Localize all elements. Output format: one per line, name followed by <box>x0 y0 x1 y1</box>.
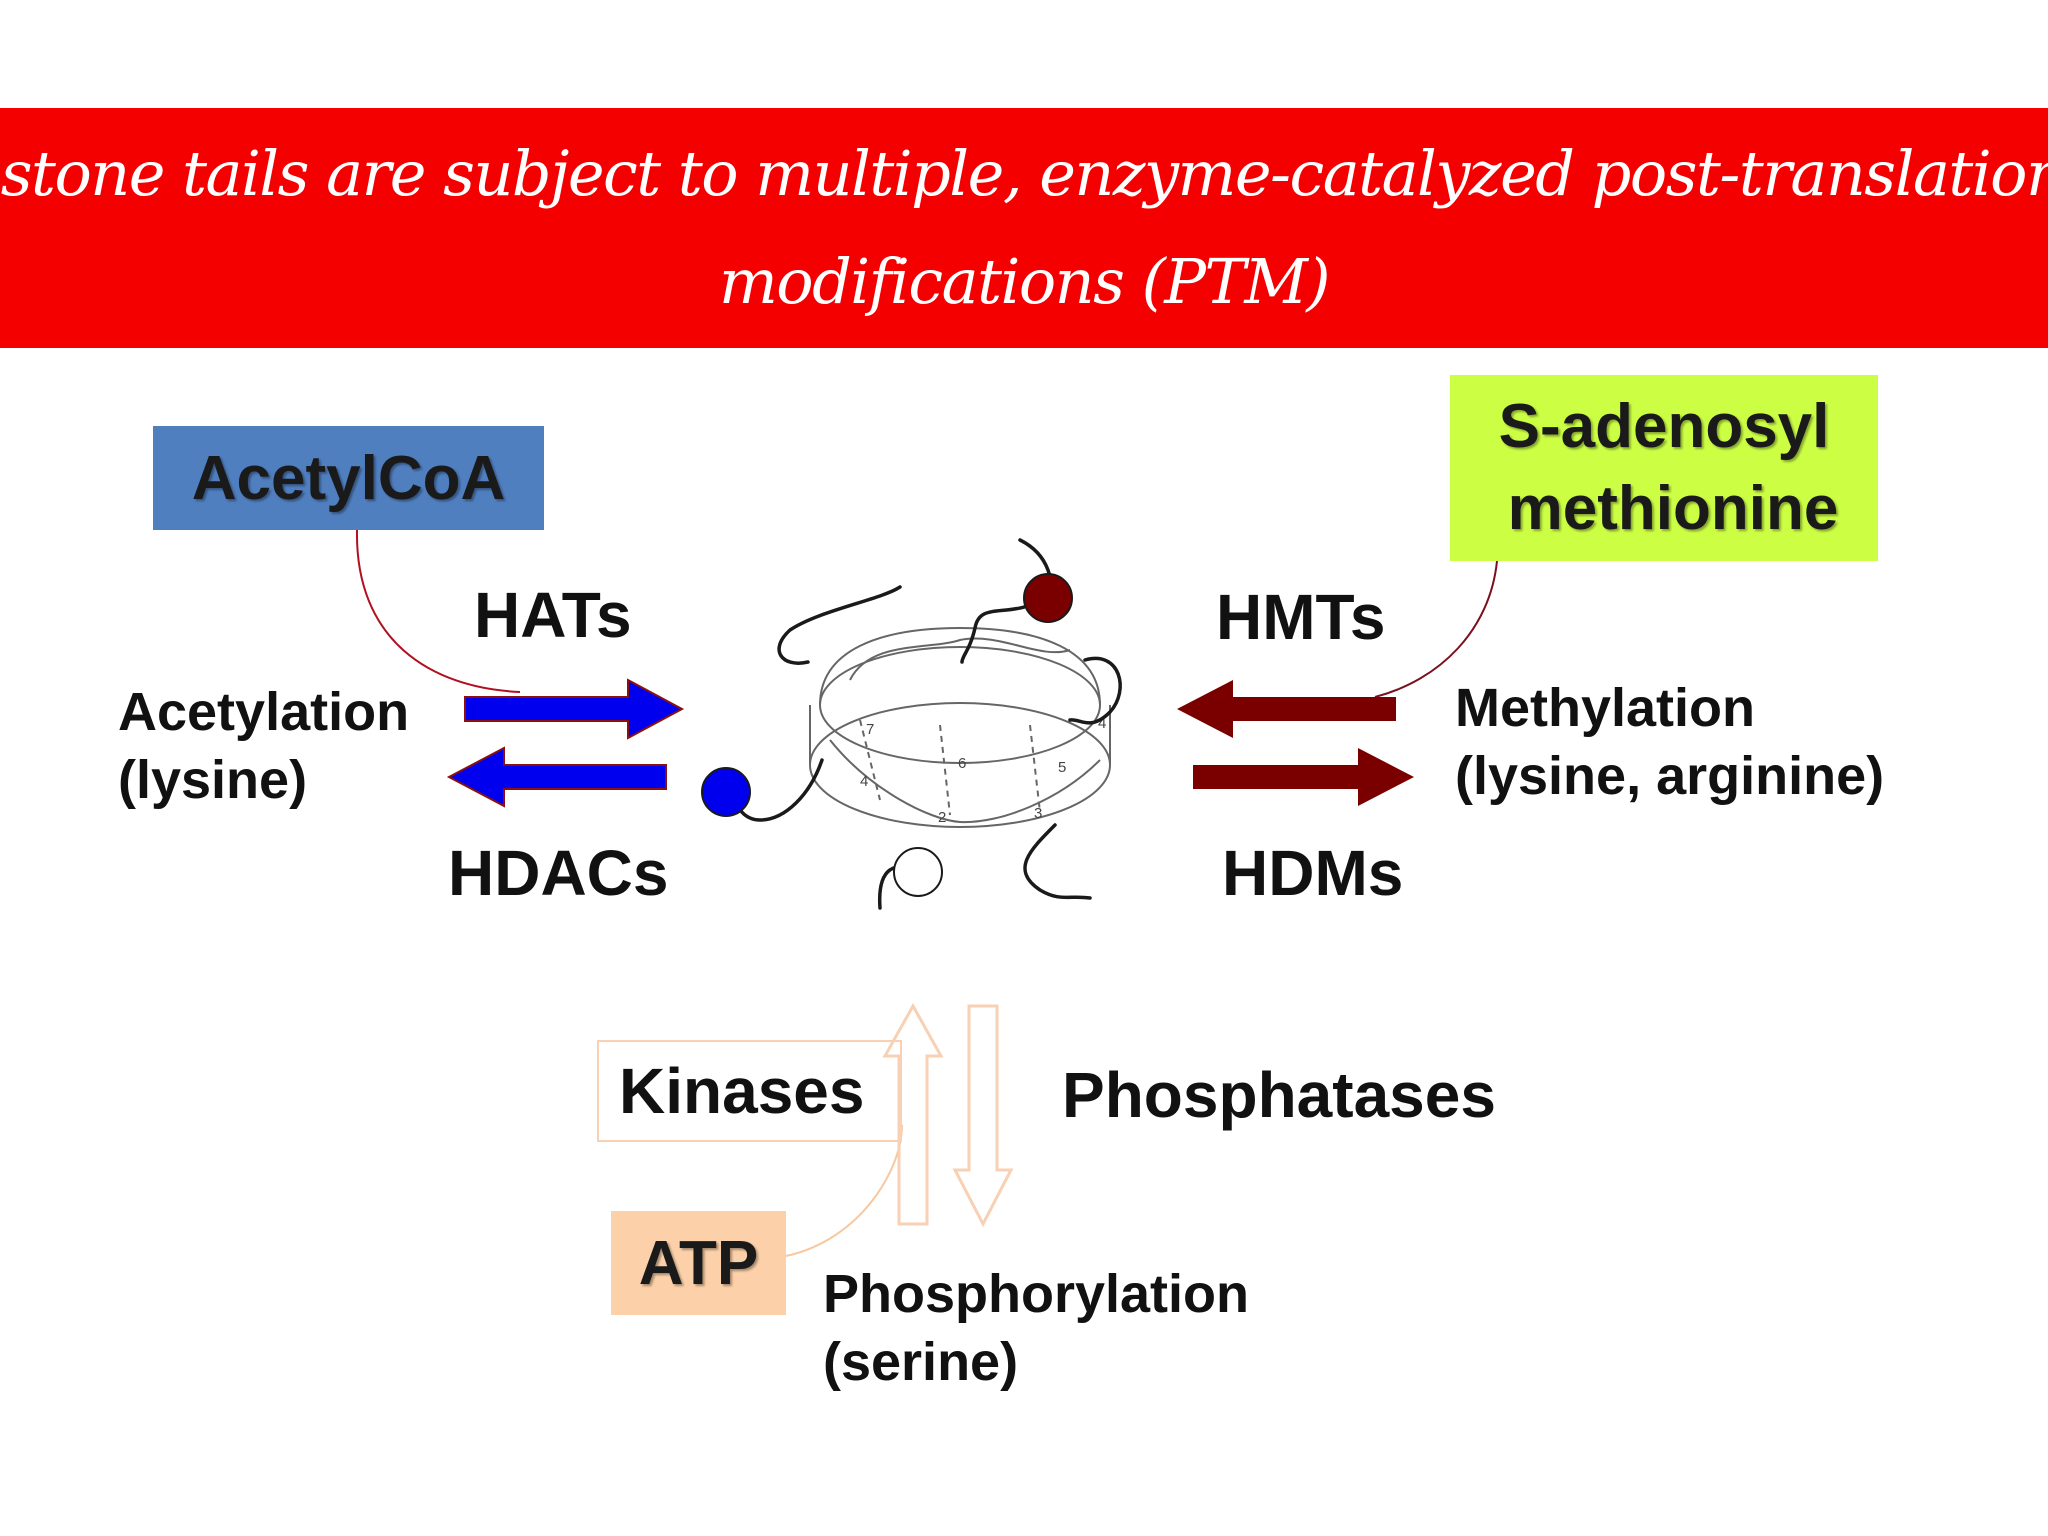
phosphorylation-label: Phosphorylation (serine) <box>823 1260 1249 1396</box>
title-banner: Histone tails are subject to multiple, e… <box>0 108 2048 348</box>
nucleosome-numbers: 4 6 5 4 2 3 7 <box>860 715 1106 826</box>
acetylation-label-line-1: Acetylation <box>118 682 410 742</box>
hdms-arrow <box>1193 748 1414 806</box>
hmts-arrow <box>1177 680 1396 738</box>
hdacs-label: HDACs <box>448 837 669 909</box>
tail-bottom-right <box>1023 823 1092 900</box>
atp-label: ATP <box>638 1228 759 1298</box>
acetyl-marker-icon <box>701 767 751 817</box>
acetylcoa-connector <box>355 529 521 693</box>
tail-right <box>1068 656 1122 725</box>
acetylcoa-label: AcetylCoA <box>191 443 506 513</box>
sam-box: S-adenosyl methionine <box>1450 375 1878 561</box>
methylation-label: Methylation (lysine, arginine) <box>1455 674 1884 810</box>
hdacs-arrow <box>446 746 667 808</box>
kinases-label: Kinases <box>619 1055 865 1127</box>
methylation-label-line-2: (lysine, arginine) <box>1455 746 1885 806</box>
kinases-arrow <box>882 1002 944 1226</box>
nucleosome-number-2: 6 <box>958 755 966 772</box>
sam-connector <box>1374 560 1498 698</box>
title-line-2: modifications (PTM) <box>718 245 1331 318</box>
nucleosome-number-6: 3 <box>1034 805 1042 822</box>
phosphatases-label: Phosphatases <box>1062 1059 1496 1131</box>
nucleosome-icon <box>809 626 1111 828</box>
phospho-marker-icon <box>893 847 943 897</box>
histone-tails <box>728 538 1122 910</box>
nucleosome-number-7: 7 <box>866 721 874 738</box>
hdms-label: HDMs <box>1222 837 1404 909</box>
phosphorylation-label-line-1: Phosphorylation <box>823 1264 1250 1324</box>
tail-upper-left <box>777 585 902 665</box>
hats-arrow <box>464 678 685 740</box>
atp-box: ATP <box>611 1211 786 1315</box>
phosphorylation-label-line-2: (serine) <box>823 1332 1019 1392</box>
acetylation-label: Acetylation (lysine) <box>118 678 409 814</box>
tail-upper-mid <box>960 596 1047 664</box>
hmts-label: HMTs <box>1216 581 1386 653</box>
sam-label-line-1: S-adenosyl <box>1498 392 1830 461</box>
nucleosome-number-5: 2 <box>938 809 946 826</box>
nucleosome-number-4: 4 <box>860 773 868 790</box>
hats-label: HATs <box>474 579 632 651</box>
methylation-label-line-1: Methylation <box>1455 678 1756 738</box>
methyl-marker-icon <box>1023 573 1073 623</box>
nucleosome-number-3: 5 <box>1058 759 1066 776</box>
phosphatases-arrow <box>952 1004 1014 1228</box>
kinases-box: Kinases <box>597 1040 902 1142</box>
atp-connector <box>785 1124 903 1257</box>
sam-label-line-2: methionine <box>1507 474 1839 543</box>
acetylation-label-line-2: (lysine) <box>118 750 308 810</box>
nucleosome-number-1: 4 <box>1098 715 1106 732</box>
title-line-1: Histone tails are subject to multiple, e… <box>0 137 2048 210</box>
acetylcoa-box: AcetylCoA <box>153 426 544 530</box>
